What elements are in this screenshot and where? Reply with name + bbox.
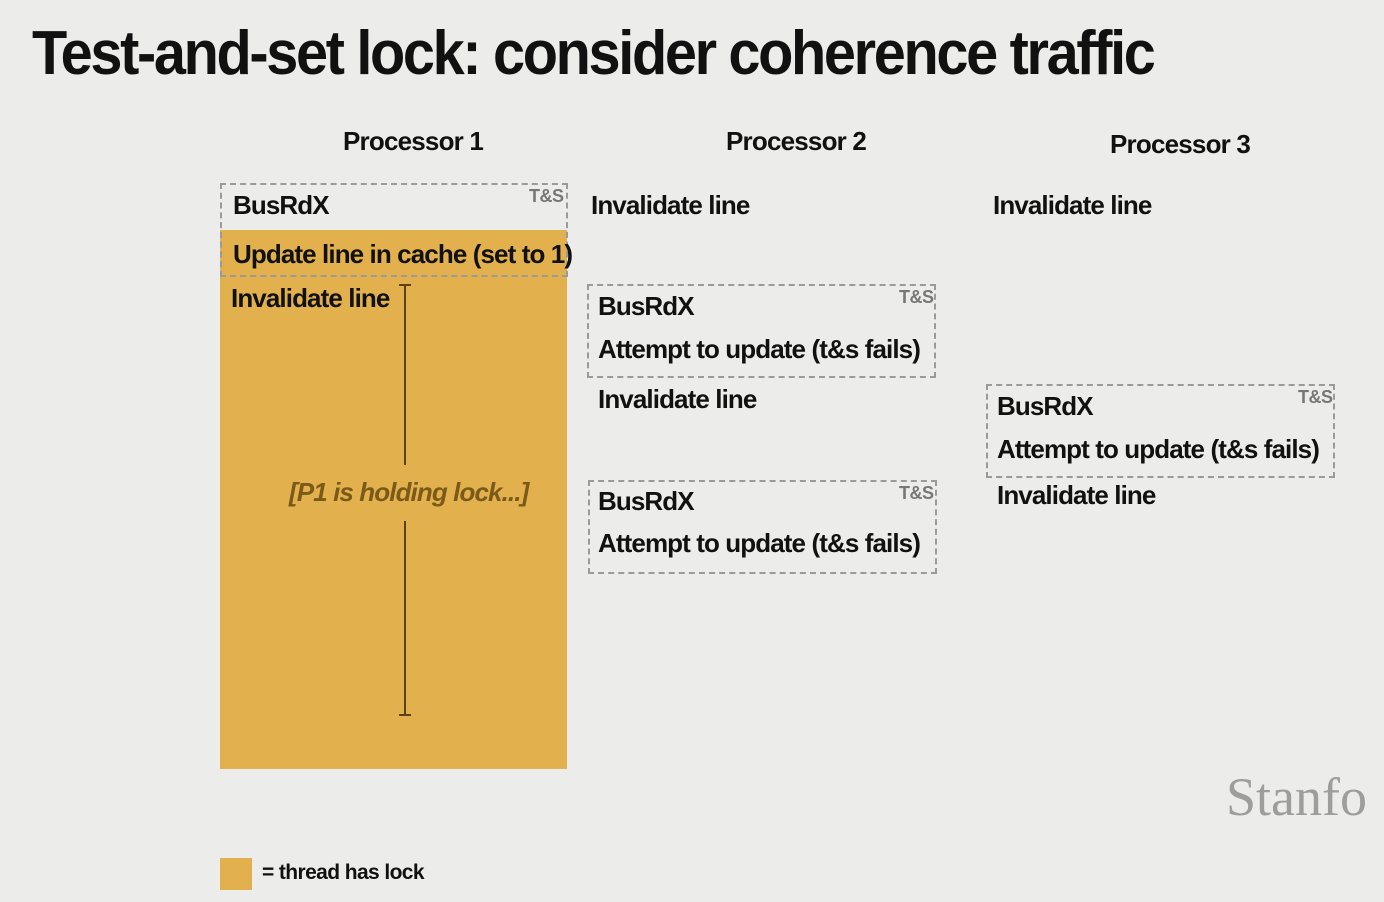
p1-timeline-bottom <box>404 521 406 716</box>
p2-ts-box-2 <box>588 480 937 574</box>
stanford-watermark: Stanfo <box>1226 767 1367 827</box>
slide-title: Test-and-set lock: consider coherence tr… <box>32 19 1156 88</box>
p1-holding-lock-label: [P1 is holding lock...] <box>289 477 529 507</box>
p1-busrdx: BusRdX <box>233 190 330 220</box>
legend-lock-swatch <box>220 858 252 890</box>
processor-3-header: Processor 3 <box>1110 129 1251 159</box>
p2-ts-tag-1: T&S <box>899 287 934 307</box>
p2-invalidate-line-2: Invalidate line <box>598 384 757 414</box>
p3-ts-tag-1: T&S <box>1298 387 1333 407</box>
processor-2-header: Processor 2 <box>726 126 867 156</box>
p1-invalidate-line: Invalidate line <box>231 283 390 313</box>
p3-invalidate-line-2: Invalidate line <box>997 480 1156 510</box>
p3-busrdx-1: BusRdX <box>997 391 1094 421</box>
p2-busrdx-1: BusRdX <box>598 291 695 321</box>
p3-invalidate-line-1: Invalidate line <box>993 190 1152 220</box>
p1-update-line: Update line in cache (set to 1) <box>233 239 573 269</box>
p1-timeline-cap-bottom <box>399 714 411 716</box>
p2-ts-tag-2: T&S <box>899 483 934 503</box>
p2-ts-box-1 <box>587 284 936 378</box>
p1-ts-tag: T&S <box>529 186 564 206</box>
p3-ts-box-1 <box>986 384 1335 478</box>
p1-timeline-top <box>404 285 406 465</box>
legend-text: = thread has lock <box>262 861 425 884</box>
p1-lock-held-region <box>220 230 567 769</box>
p1-ts-box <box>220 183 568 277</box>
p2-attempt-2: Attempt to update (t&s fails) <box>598 528 921 558</box>
p2-attempt-1: Attempt to update (t&s fails) <box>598 334 921 364</box>
processor-1-header: Processor 1 <box>343 126 484 156</box>
p2-busrdx-2: BusRdX <box>598 486 695 516</box>
p2-invalidate-line-1: Invalidate line <box>591 190 750 220</box>
p3-attempt-1: Attempt to update (t&s fails) <box>997 434 1320 464</box>
